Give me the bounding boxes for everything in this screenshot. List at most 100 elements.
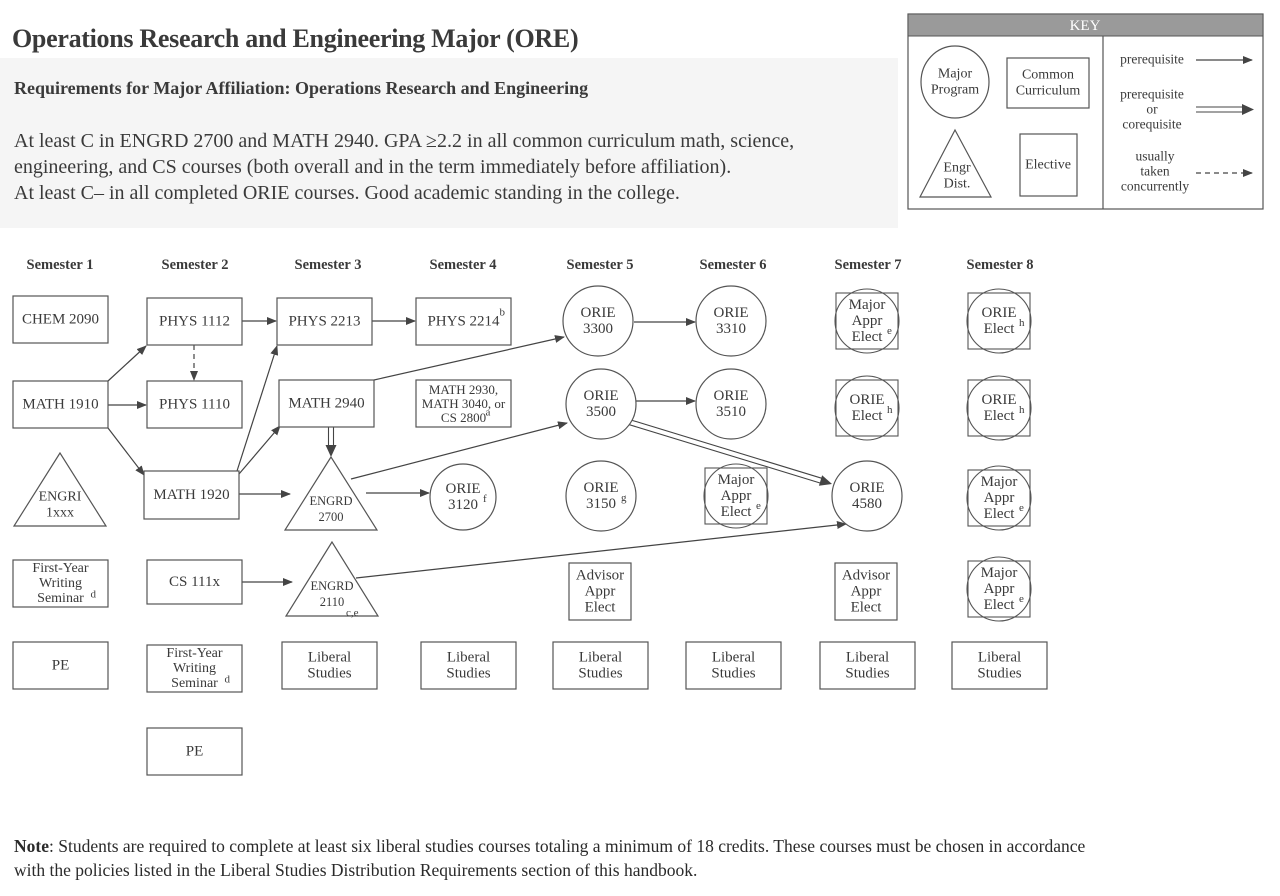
- course-ls4-label: Liberal: [447, 650, 490, 666]
- course-adv5-label: Elect: [585, 600, 617, 616]
- key-prereq-or-coreq-label: or: [1146, 102, 1158, 117]
- course-fyws2-label: Writing: [173, 661, 216, 676]
- course-maj7-circle: [834, 288, 900, 354]
- course-orie3510-label: ORIE: [714, 388, 749, 404]
- course-orieh8b-label-footnote: h: [1019, 404, 1025, 416]
- course-ls5-label: Liberal: [579, 650, 622, 666]
- course-orieh8b-circle: [966, 375, 1032, 441]
- course-adv7-box: [834, 562, 898, 621]
- course-math1910-label: MATH 1910: [22, 397, 98, 413]
- course-adv7-label: Appr: [851, 584, 882, 600]
- key-major-program-label: Major: [938, 67, 973, 82]
- semester-header: Semester 5: [567, 257, 634, 273]
- course-engrd2700-label: 2700: [319, 510, 344, 524]
- course-ls4-box: [420, 641, 517, 690]
- course-phys2214-label: PHYS 2214: [427, 314, 500, 330]
- course-maj8a-circle: [966, 465, 1032, 531]
- course-orie3500-label: ORIE: [584, 388, 619, 404]
- course-math2930-box: [415, 379, 512, 428]
- key-major-program-symbol: [920, 45, 990, 119]
- key-prerequisite-label: prerequisite: [1120, 52, 1184, 67]
- course-orie4580-label: ORIE: [850, 480, 885, 496]
- course-maj8a-label: Appr: [984, 490, 1015, 506]
- course-math1910: MATH 1910: [12, 380, 109, 429]
- course-orieh7-box: [835, 379, 899, 437]
- course-fyws1-label: First-Year: [32, 561, 88, 576]
- requirement-line: At least C– in all completed ORIE course…: [14, 182, 680, 204]
- course-fyws2-box: [146, 644, 243, 693]
- course-phys2213-box: [276, 297, 373, 346]
- course-phys2213-label: PHYS 2213: [288, 314, 360, 330]
- course-fyws1-label-footnote: d: [91, 589, 97, 601]
- course-pe2-label: PE: [186, 744, 204, 760]
- arrow-math2940-to-engrd2700-head: [325, 445, 337, 457]
- page-title: Operations Research and Engineering Majo…: [12, 24, 579, 53]
- key-concurrent-label: taken: [1140, 164, 1169, 179]
- course-orie4580-label: 4580: [852, 496, 882, 512]
- key-prereq-or-coreq-label: prerequisite: [1120, 87, 1184, 102]
- course-ls6-box: [685, 641, 782, 690]
- course-fyws2-label: First-Year: [166, 646, 222, 661]
- course-orieh7-label: Elect: [852, 408, 884, 424]
- course-ls5-label: Studies: [578, 666, 622, 682]
- course-math2940: MATH 2940: [278, 379, 375, 428]
- course-orieh7-label-footnote: h: [887, 404, 893, 416]
- course-math2930-label: CS 2800: [441, 410, 486, 425]
- course-maj7-label: Major: [849, 297, 886, 313]
- note-text: : Students are required to complete at l…: [48, 836, 1086, 856]
- arrow-math1920-to-math2940: [238, 425, 281, 475]
- key-elective-label: Elective: [1025, 158, 1071, 173]
- course-maj7-label: Elect: [852, 329, 884, 345]
- course-phys1112: PHYS 1112: [146, 297, 243, 346]
- requirement-line: At least C in ENGRD 2700 and MATH 2940. …: [14, 130, 795, 152]
- arrow-engrd2700-to-orie3500: [350, 421, 568, 480]
- course-fyws2-label-footnote: d: [225, 674, 231, 686]
- course-maj6-box: [704, 467, 768, 525]
- key-concurrent-label: usually: [1136, 149, 1175, 164]
- course-cs111x: CS 111x: [146, 559, 243, 605]
- course-maj8a-label: Major: [981, 474, 1018, 490]
- course-orie3120-label: 3120: [448, 497, 478, 513]
- key-prereq-or-coreq-label: corequisite: [1122, 117, 1181, 132]
- key-engr-dist-label: Dist.: [944, 177, 971, 192]
- course-maj8b-label-footnote: e: [1019, 593, 1024, 605]
- course-orieh7-label: ORIE: [850, 392, 885, 408]
- course-pe1: PE: [12, 641, 109, 690]
- arrow-math1910-to-math1920: [107, 427, 145, 476]
- course-orie3510-circle: [695, 368, 767, 440]
- course-phys1112-box: [146, 297, 243, 346]
- course-pe2: PE: [146, 727, 243, 776]
- key-elective-symbol: [1019, 133, 1078, 197]
- course-math1920-box: [143, 470, 240, 520]
- course-ls5-box: [552, 641, 649, 690]
- arrow-engrd2110-to-orie4580: [355, 521, 847, 579]
- course-engrd2110-triangle: [284, 540, 380, 617]
- course-orie3120-label: ORIE: [446, 481, 481, 497]
- course-engri-label: 1xxx: [46, 506, 74, 521]
- course-orie3510-label: 3510: [716, 404, 746, 420]
- course-phys1110: PHYS 1110: [146, 380, 243, 429]
- course-orie3310-label: ORIE: [714, 305, 749, 321]
- course-pe1-box: [12, 641, 109, 690]
- course-orie3150-circle: [565, 460, 637, 532]
- course-fyws1-label: Seminar: [37, 591, 84, 606]
- course-phys1110-box: [146, 380, 243, 429]
- course-maj6-circle: [703, 463, 769, 529]
- course-ls8-box: [951, 641, 1048, 690]
- note-line-1: Note: Students are required to complete …: [14, 834, 1085, 858]
- semester-header: Semester 3: [295, 257, 362, 273]
- course-orie3300-circle: [562, 285, 634, 357]
- semester-header: Semester 4: [430, 257, 497, 273]
- course-fyws1-label: Writing: [39, 576, 82, 591]
